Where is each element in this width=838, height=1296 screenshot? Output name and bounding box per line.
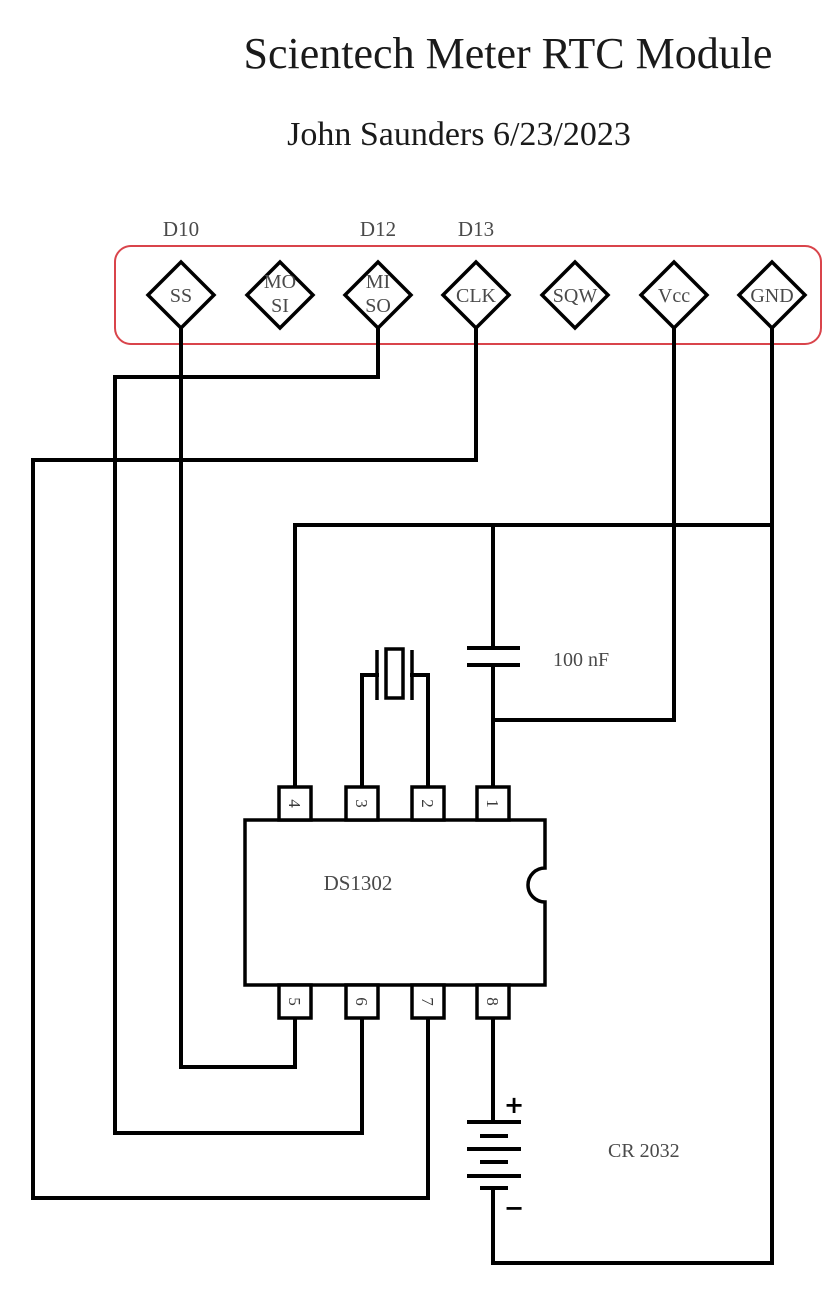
- chip-pin: 6: [344, 983, 380, 1020]
- capacitor: [467, 646, 520, 667]
- pin-name: MI: [366, 271, 390, 293]
- chip-pin: 8: [475, 983, 511, 1020]
- pin-number: 6: [352, 997, 371, 1006]
- chip-name: DS1302: [324, 871, 393, 895]
- wire-crystal-pin3: [360, 673, 379, 789]
- wire-vcc: [491, 326, 676, 722]
- pin-name: SI: [271, 295, 289, 317]
- pin-box: [410, 983, 446, 1020]
- arduino-label-clk: D13: [458, 217, 494, 241]
- pin-name: GND: [750, 285, 793, 307]
- chip-pin: 4: [277, 785, 313, 822]
- pin-box: [344, 785, 380, 822]
- pin-name: SQW: [553, 285, 598, 307]
- pin-name: SS: [170, 285, 192, 307]
- pin-diamond: [440, 259, 512, 331]
- pin-box: [277, 785, 313, 822]
- pin-name: MO: [264, 271, 296, 293]
- wire-ss: [179, 326, 297, 1069]
- page-title: Scientech Meter RTC Module: [244, 29, 773, 78]
- wire-gnd-pin4: [293, 523, 774, 789]
- pin-name: Vcc: [658, 285, 690, 307]
- pin-number: 1: [483, 799, 502, 808]
- pin-diamond: [539, 259, 611, 331]
- wires: [31, 326, 774, 1265]
- arduino-label-ss: D10: [163, 217, 199, 241]
- crystal: [375, 647, 414, 700]
- arduino-label-miso: D12: [360, 217, 396, 241]
- pin-box: [277, 983, 313, 1020]
- pin-diamond: [342, 259, 414, 331]
- pin-diamond: [145, 259, 217, 331]
- pin-number: 7: [418, 997, 437, 1006]
- wire-crystal-pin2: [410, 673, 430, 789]
- pin-box: [475, 983, 511, 1020]
- pin-number: 8: [483, 997, 502, 1006]
- wire-gnd: [491, 326, 774, 1265]
- pin-name: CLK: [456, 285, 497, 307]
- chip-body: [243, 818, 547, 987]
- connector-pin-vcc: Vcc: [638, 259, 710, 331]
- pin-diamond: [736, 259, 808, 331]
- pin-number: 3: [352, 799, 371, 808]
- battery-label: CR 2032: [608, 1140, 680, 1162]
- connector-header-outline: [114, 245, 822, 345]
- pin-number: 5: [285, 997, 304, 1006]
- pin-box: [475, 785, 511, 822]
- chip-pin: 5: [277, 983, 313, 1020]
- pin-number: 2: [418, 799, 437, 808]
- battery: [467, 1120, 521, 1207]
- connector-pin-sqw: SQW: [539, 259, 611, 331]
- pin-diamond: [638, 259, 710, 331]
- crystal-body: [384, 647, 405, 700]
- chip-pin: 7: [410, 983, 446, 1020]
- pin-diamond: [244, 259, 316, 331]
- battery-plus-sign: +: [504, 1091, 524, 1119]
- pin-number: 4: [285, 799, 304, 808]
- pin-box: [410, 785, 446, 822]
- connector-pin-gnd: GND: [736, 259, 808, 331]
- chip-pin: 1: [475, 785, 511, 822]
- pin-name: SO: [365, 295, 391, 317]
- wire-miso: [113, 326, 380, 1135]
- wire-clk: [31, 326, 478, 1200]
- battery-minus-sign: −: [504, 1194, 524, 1222]
- capacitor-label: 100 nF: [553, 649, 609, 671]
- connector-pin-clk: CLK: [440, 259, 512, 331]
- chip-pin: 3: [344, 785, 380, 822]
- pin-box: [344, 983, 380, 1020]
- chip-pin: 2: [410, 785, 446, 822]
- connector-pin-ss: SS: [145, 259, 217, 331]
- author-date: John Saunders 6/23/2023: [287, 116, 631, 153]
- chip-pins: 4 3 2 1 5 6 7 8: [277, 785, 511, 1020]
